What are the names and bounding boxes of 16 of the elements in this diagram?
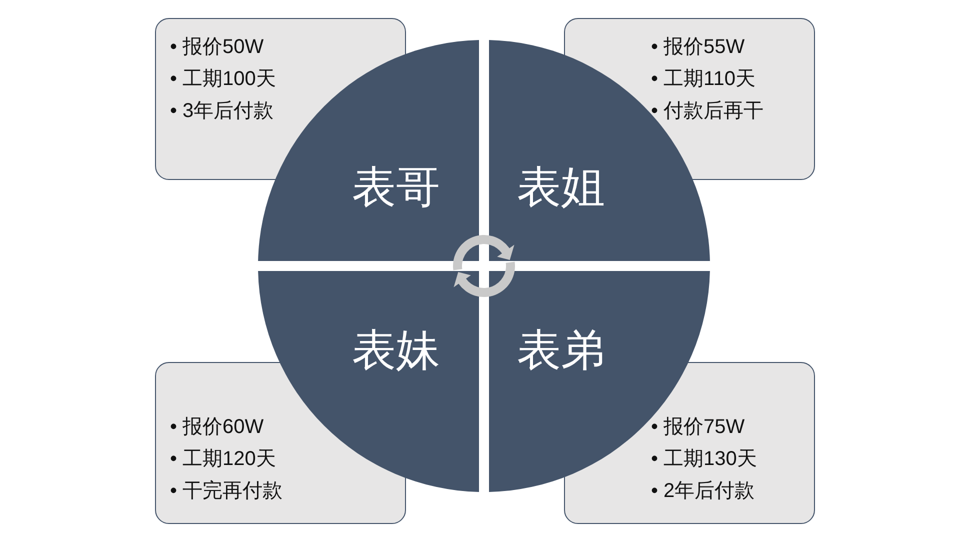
quadrant-title: 表哥: [352, 162, 440, 214]
bullet-item: • 报价55W: [651, 35, 746, 60]
bullet-item: • 2年后付款: [651, 479, 756, 504]
bullet-item: • 工期110天: [651, 67, 756, 92]
bullet-item: • 3年后付款: [170, 99, 275, 124]
bullet-item: • 报价50W: [170, 35, 265, 60]
bullet-item: • 干完再付款: [170, 479, 283, 504]
bullet-item: • 工期100天: [170, 67, 276, 92]
quadrant-title: 表弟: [517, 325, 605, 377]
bullet-item: • 报价60W: [170, 415, 265, 440]
bullet-item: • 工期130天: [651, 447, 757, 472]
quadrant-title: 表姐: [517, 162, 605, 214]
bullet-item: • 报价75W: [651, 415, 746, 440]
bullet-item: • 付款后再干: [651, 99, 764, 124]
quadrant-title: 表妹: [352, 325, 440, 377]
bullet-item: • 工期120天: [170, 447, 277, 472]
